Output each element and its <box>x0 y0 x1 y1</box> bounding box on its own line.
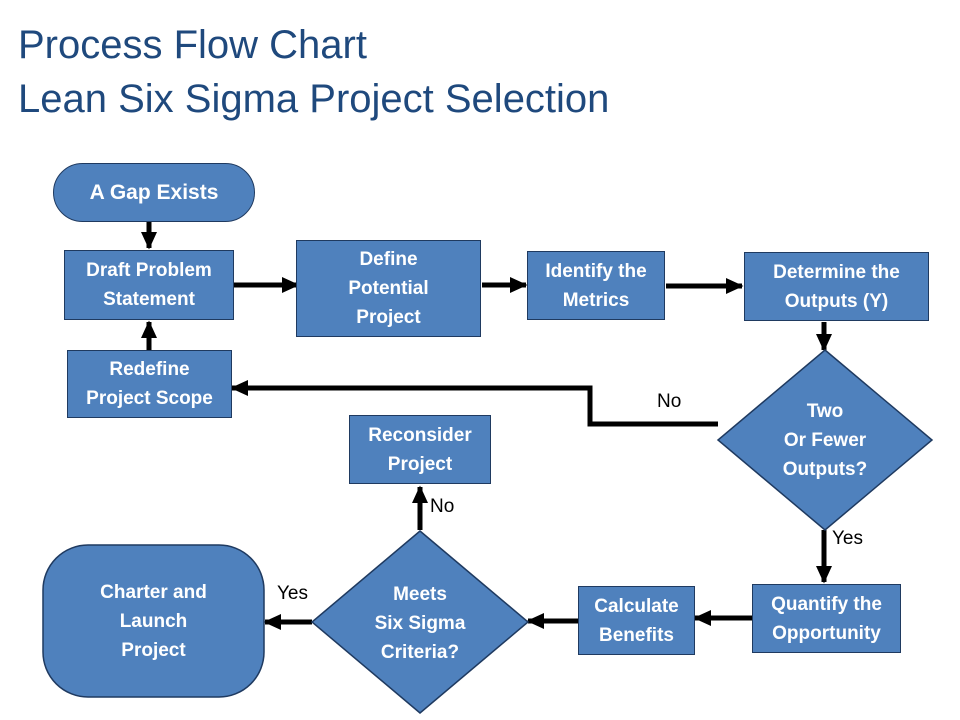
node-define-potential-project: Define Potential Project <box>296 240 481 337</box>
edge-label-no-meets: No <box>430 496 455 517</box>
edge-label-no-two-outputs: No <box>657 391 682 412</box>
arrow-two-to-redefine <box>230 380 718 427</box>
title-line-2: Lean Six Sigma Project Selection <box>18 77 610 121</box>
node-quantify-the-opportunity: Quantify the Opportunity <box>752 584 901 653</box>
title-line-1: Process Flow Chart <box>18 23 367 67</box>
node-redefine-project-scope: Redefine Project Scope <box>67 350 232 418</box>
diamond-two-or-fewer-shape <box>716 349 934 531</box>
node-a-gap-exists: A Gap Exists <box>53 163 255 222</box>
node-determine-the-outputs: Determine the Outputs (Y) <box>744 252 929 321</box>
node-draft-problem-statement: Draft Problem Statement <box>64 250 234 320</box>
diamond-two-or-fewer-outputs-label: Two Or Fewer Outputs? <box>782 400 868 480</box>
node-charter-and-launch-project: Charter and Launch Project <box>100 581 207 661</box>
diamond-meets-shape <box>310 530 530 714</box>
node-reconsider-project: Reconsider Project <box>349 415 491 484</box>
node-calculate-benefits: Calculate Benefits <box>578 586 695 655</box>
node-identify-the-metrics: Identify the Metrics <box>527 251 665 320</box>
edge-label-yes-meets: Yes <box>277 583 308 604</box>
charter-shape <box>42 544 265 698</box>
edge-label-yes-two-outputs: Yes <box>832 528 863 549</box>
diamond-meets-six-sigma-criteria-label: Meets Six Sigma Criteria? <box>374 583 466 663</box>
